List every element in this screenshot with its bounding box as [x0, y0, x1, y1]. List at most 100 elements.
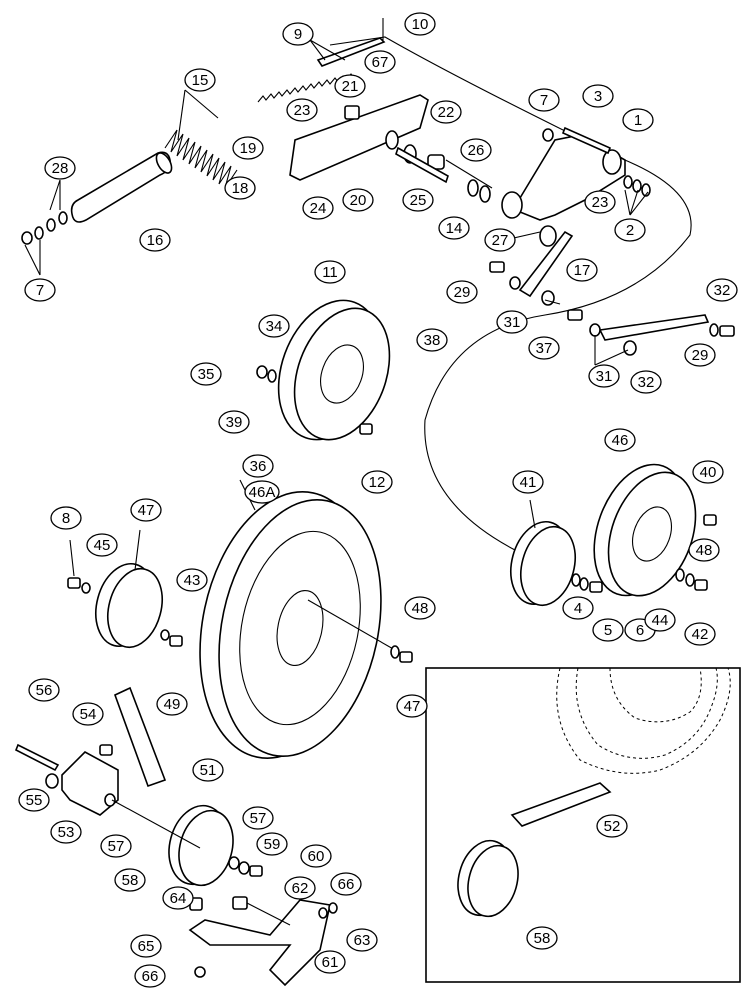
callout-number: 42 [692, 626, 709, 643]
callout-29: 29 [446, 280, 478, 304]
callout-number: 40 [700, 464, 717, 481]
callout-7: 7 [24, 278, 56, 302]
callout-number: 41 [520, 474, 537, 491]
callout-14: 14 [438, 216, 470, 240]
block-51 [113, 686, 167, 788]
arm-1 [501, 134, 626, 247]
callout-24: 24 [302, 196, 334, 220]
callout-32: 32 [706, 278, 738, 302]
callout-number: 32 [714, 282, 731, 299]
callout-number: 61 [322, 954, 339, 971]
callout-38: 38 [416, 328, 448, 352]
callout-27: 27 [484, 228, 516, 252]
callout-21: 21 [334, 74, 366, 98]
callout-number: 31 [596, 368, 613, 385]
callout-49: 49 [156, 692, 188, 716]
callout-number: 11 [322, 264, 338, 281]
callout-number: 38 [424, 332, 441, 349]
callout-4: 4 [562, 596, 594, 620]
callout-number: 48 [412, 600, 429, 617]
callout-40: 40 [692, 460, 724, 484]
callout-31: 31 [588, 364, 620, 388]
callout-7: 7 [528, 88, 560, 112]
callout-number: 31 [504, 314, 521, 331]
callout-number: 23 [294, 102, 311, 119]
callout-number: 25 [410, 192, 427, 209]
callout-number: 63 [354, 932, 371, 949]
callout-62: 62 [284, 876, 316, 900]
callout-number: 46A [249, 484, 276, 501]
callout-number: 23 [592, 194, 609, 211]
callout-number: 57 [108, 838, 125, 855]
callout-3: 3 [582, 84, 614, 108]
callout-number: 26 [468, 142, 485, 159]
callout-number: 66 [338, 876, 355, 893]
callout-37: 37 [528, 336, 560, 360]
callout-66: 66 [134, 964, 166, 988]
callout-number: 47 [404, 698, 421, 715]
callout-51: 51 [192, 758, 224, 782]
callout-number: 53 [58, 824, 75, 841]
callout-number: 47 [138, 502, 155, 519]
callout-41: 41 [512, 470, 544, 494]
callout-number: 49 [164, 696, 181, 713]
callout-5: 5 [592, 618, 624, 642]
belt-path [329, 36, 692, 566]
callout-29: 29 [684, 343, 716, 367]
callout-number: 37 [536, 340, 553, 357]
callout-11: 11 [314, 260, 346, 284]
callout-number: 1 [634, 112, 642, 129]
callout-number: 45 [94, 537, 111, 554]
callout-number: 14 [446, 220, 463, 237]
callout-19: 19 [232, 136, 264, 160]
pulley-8 [510, 520, 576, 607]
bracket-61 [188, 899, 331, 987]
drawing [14, 18, 741, 987]
callout-63: 63 [346, 928, 378, 952]
callout-number: 20 [350, 192, 367, 209]
inset-frame [425, 667, 741, 983]
leader-lines [24, 39, 649, 577]
callout-number: 44 [652, 612, 669, 629]
callout-47: 47 [130, 498, 162, 522]
pulley-40 [593, 463, 697, 597]
callout-number: 8 [62, 510, 70, 527]
callout-59: 59 [256, 832, 288, 856]
callout-55: 55 [18, 788, 50, 812]
callout-20: 20 [342, 188, 374, 212]
callout-number: 16 [147, 232, 164, 249]
callout-number: 19 [240, 140, 257, 157]
callout-44: 44 [644, 608, 676, 632]
callout-53: 53 [50, 820, 82, 844]
spring-15 [164, 129, 238, 189]
callout-number: 51 [200, 762, 217, 779]
callout-number: 39 [226, 414, 243, 431]
callout-number: 57 [250, 810, 267, 827]
callout-26: 26 [460, 138, 492, 162]
bracket-53 [61, 751, 119, 816]
callout-number: 29 [692, 347, 709, 364]
callout-42: 42 [684, 622, 716, 646]
callout-number: 54 [80, 706, 97, 723]
callout-9: 9 [282, 22, 314, 46]
washers-16-17 [21, 211, 68, 245]
callout-64: 64 [162, 886, 194, 910]
tube-14 [70, 151, 173, 223]
callout-43: 43 [176, 568, 208, 592]
callout-67: 67 [364, 50, 396, 74]
pulley-46 [199, 491, 382, 759]
callout-35: 35 [190, 362, 222, 386]
callout-18: 18 [224, 176, 256, 200]
callout-number: 64 [170, 890, 187, 907]
callout-number: 4 [574, 600, 582, 617]
callout-number: 36 [250, 458, 267, 475]
callout-number: 7 [540, 92, 548, 109]
callout-number: 22 [438, 104, 455, 121]
callout-number: 29 [454, 284, 471, 301]
callout-number: 10 [412, 16, 429, 33]
callout-10: 10 [404, 12, 436, 36]
callout-60: 60 [300, 844, 332, 868]
callout-number: 43 [184, 572, 201, 589]
